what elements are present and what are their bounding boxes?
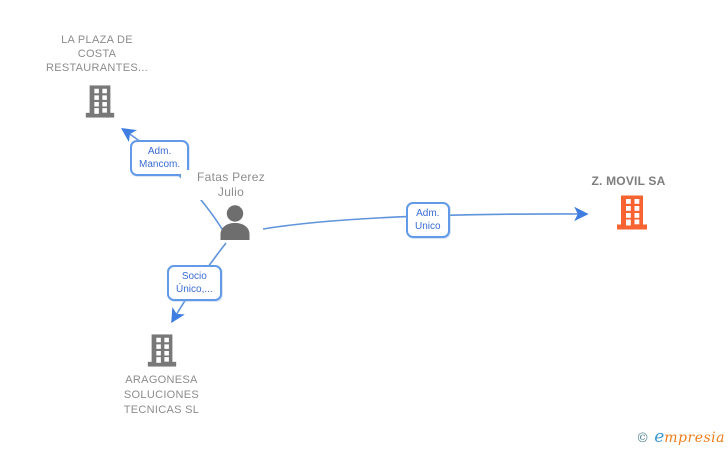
company-label-aragonesa[interactable]: ARAGONESA SOLUCIONES TECNICAS SL xyxy=(123,374,200,416)
person-icon[interactable] xyxy=(218,204,252,245)
logo-brand-text: mpresia xyxy=(664,430,725,446)
copyright-icon: © xyxy=(636,431,650,446)
edge-line-adm-unico xyxy=(262,206,589,230)
edge-label-adm-mancom[interactable]: Adm. Mancom. xyxy=(130,140,190,176)
building-icon[interactable] xyxy=(614,195,650,235)
building-icon[interactable] xyxy=(83,85,117,123)
person-label-fatas-perez-julio[interactable]: Fatas Perez Julio xyxy=(181,170,281,200)
edge-label-socio-unico[interactable]: Socio Único,... xyxy=(167,265,222,301)
company-label-z-movil[interactable]: Z. MOVIL SA xyxy=(591,174,666,188)
company-label-la-plaza[interactable]: LA PLAZA DE COSTA RESTAURANTES... xyxy=(45,34,149,74)
edge-label-adm-unico[interactable]: Adm. Unico xyxy=(406,202,450,238)
empresia-logo[interactable]: © empresia xyxy=(636,427,725,447)
logo-letter-e: e xyxy=(654,427,665,447)
building-icon[interactable] xyxy=(145,334,179,372)
